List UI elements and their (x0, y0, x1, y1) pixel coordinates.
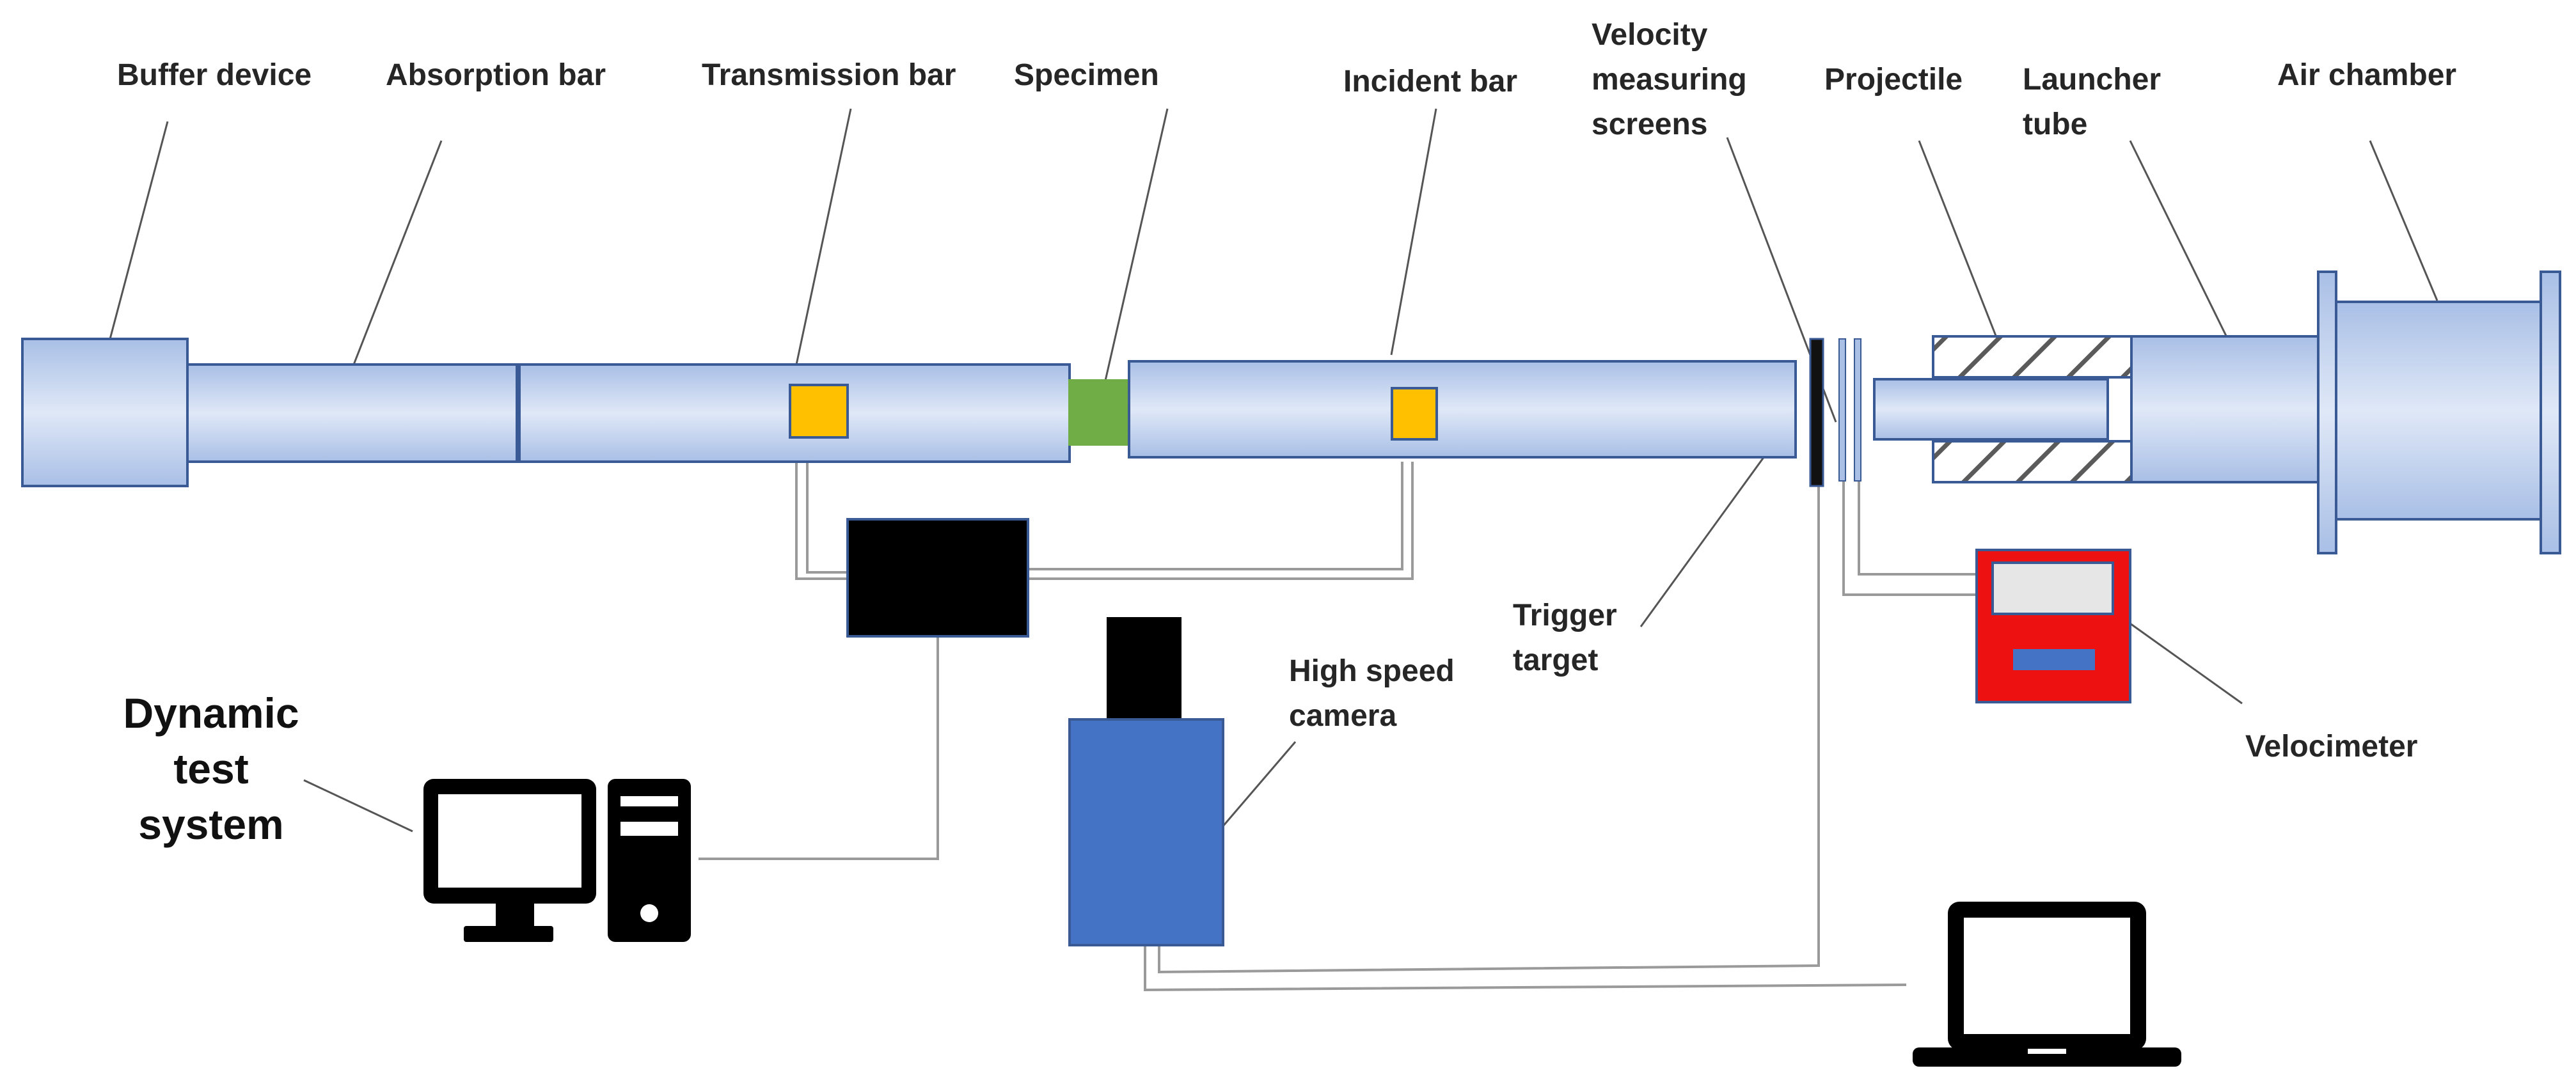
label-velocity-screens-2: measuring (1592, 63, 1747, 97)
launcher-tube (2130, 335, 2319, 483)
incident-gauge-wire-2 (1027, 462, 1403, 570)
air-chamber (2335, 301, 2542, 521)
amplifier-box (846, 518, 1029, 638)
high-speed-camera (1068, 617, 1224, 946)
bar-assembly (21, 338, 1797, 487)
label-launcher-tube-2: tube (2023, 107, 2087, 141)
transmission-gauge-wire-2 (806, 462, 848, 574)
label-dynamic-3: system (138, 801, 284, 848)
leader-absorption (352, 140, 443, 365)
camera-to-laptop-wire-2 (1158, 451, 1820, 974)
camera-to-laptop-wire (1144, 945, 1907, 992)
launcher-hatch-top (1932, 335, 2133, 379)
leader-velocimeter (2130, 622, 2243, 705)
leader-air-chamber (2369, 140, 2438, 301)
air-chamber-flange-left (2317, 270, 2337, 554)
incident-strain-gauge (1391, 387, 1438, 441)
dynamic-test-system-label: Dynamic test system (123, 689, 299, 848)
label-velocimeter: Velocimeter (2245, 730, 2417, 764)
wiring (699, 451, 1977, 992)
screen-to-velocimeter-wire-2 (1858, 476, 1977, 576)
absorption-bar (186, 363, 518, 463)
leader-camera (1217, 741, 1297, 832)
incident-bar (1128, 360, 1797, 459)
label-high-speed-camera-1: High speed (1289, 654, 1455, 688)
leader-specimen (1104, 108, 1169, 381)
laptop-icon (1913, 902, 2181, 1067)
label-absorption-bar: Absorption bar (386, 58, 606, 92)
specimen (1068, 379, 1130, 446)
label-velocity-screens-3: screens (1592, 107, 1707, 141)
leader-transmission (795, 108, 852, 365)
camera-lens (1107, 617, 1181, 721)
velocimeter-button (2013, 649, 2095, 670)
launcher-assembly (1873, 270, 2561, 554)
velocimeter-screen (1991, 561, 2114, 615)
incident-gauge-wire (1027, 462, 1414, 580)
text-labels: Buffer device Absorption bar Transmissio… (117, 18, 2456, 764)
label-launcher-tube-1: Launcher (2023, 63, 2161, 97)
screen-to-velocimeter-wire (1842, 476, 1977, 596)
amplifier-to-pc-wire (699, 636, 939, 860)
velocity-screen-1 (1838, 338, 1846, 482)
label-trigger-target-2: target (1513, 643, 1598, 677)
label-velocity-screens-1: Velocity (1592, 18, 1708, 52)
leader-buffer (109, 121, 169, 340)
air-chamber-flange-right (2540, 270, 2561, 554)
camera-body (1068, 718, 1224, 946)
leader-dynamic-system (303, 779, 413, 833)
projectile (1873, 378, 2109, 441)
desktop-computer-icon (423, 779, 691, 942)
leader-launcher (2129, 140, 2227, 336)
buffer-device (21, 338, 189, 487)
velocity-screen-2 (1854, 338, 1861, 482)
velocimeter (1975, 549, 2131, 703)
label-projectile: Projectile (1824, 63, 1963, 97)
label-incident-bar: Incident bar (1343, 65, 1517, 98)
launcher-hatch-bottom (1932, 440, 2133, 483)
leader-incident (1390, 108, 1437, 356)
label-high-speed-camera-2: camera (1289, 699, 1396, 733)
trigger-and-screens (1809, 338, 1861, 487)
label-buffer-device: Buffer device (117, 58, 312, 92)
label-dynamic-2: test (173, 745, 248, 792)
label-air-chamber: Air chamber (2277, 58, 2456, 92)
label-transmission-bar: Transmission bar (702, 58, 956, 92)
leader-lines (109, 108, 2438, 833)
label-trigger-target-1: Trigger (1513, 599, 1617, 632)
label-specimen: Specimen (1014, 58, 1159, 92)
label-dynamic-1: Dynamic (123, 689, 299, 737)
leader-projectile (1918, 140, 1997, 336)
transmission-gauge-wire (795, 462, 848, 580)
transmission-strain-gauge (789, 384, 849, 439)
trigger-target (1809, 338, 1824, 487)
